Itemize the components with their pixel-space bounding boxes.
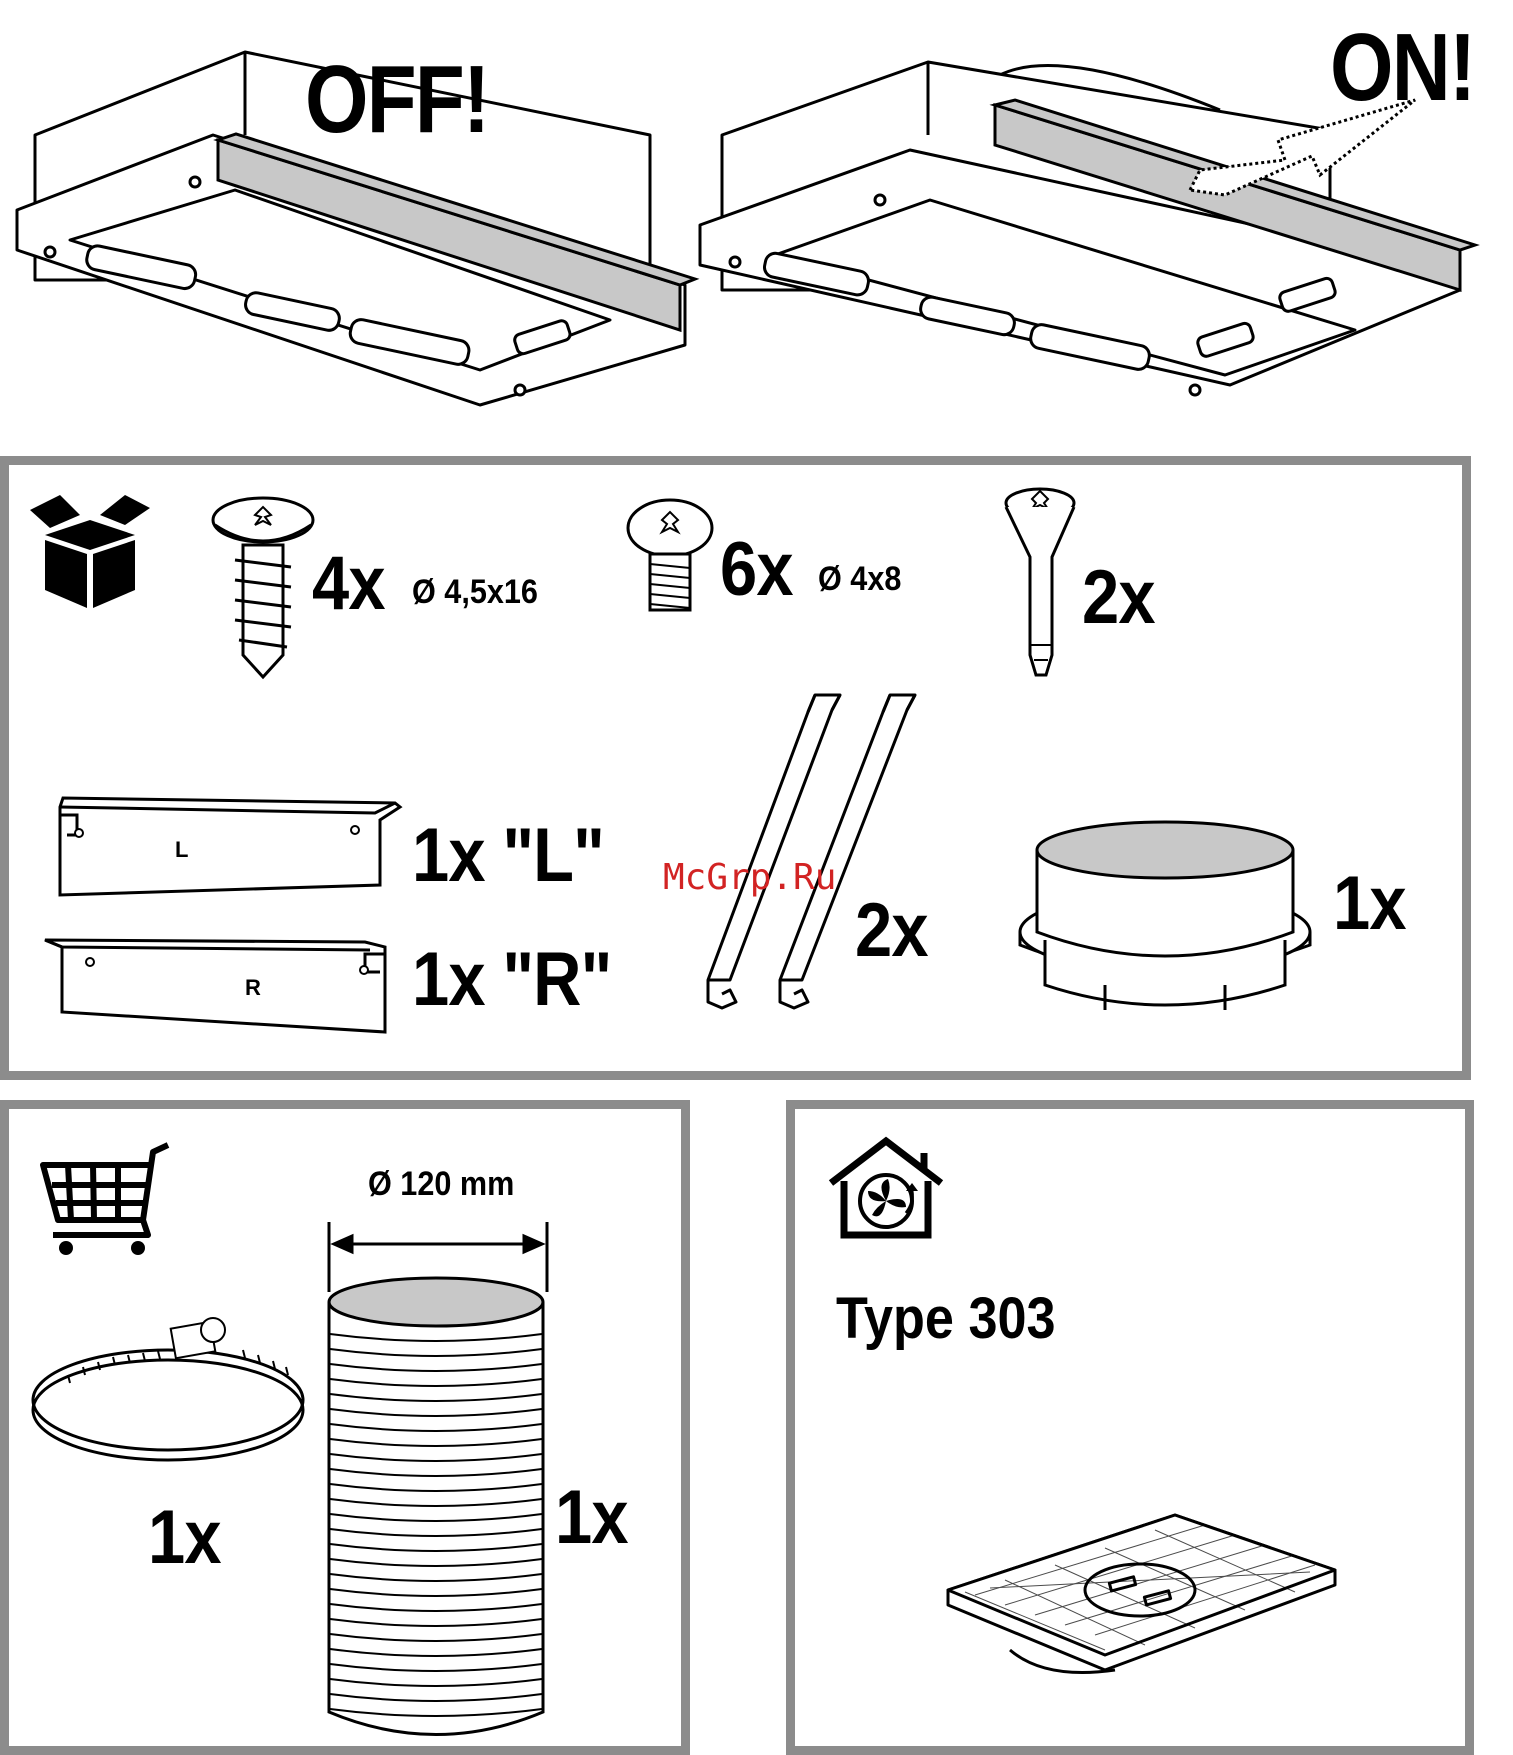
duct-qty: 1x [555,1480,628,1556]
pin-icon [1000,485,1080,685]
collar-qty: 1x [1333,866,1406,942]
watermark: McGrp.Ru [663,860,836,896]
bracket-right-qty: 1x "R" [412,942,611,1018]
on-label: ON! [1330,20,1474,116]
flexible-duct-icon [326,1272,556,1747]
clamp-qty: 1x [148,1500,221,1576]
shopping-cart-icon [38,1140,178,1260]
filter-type-label: Type 303 [836,1290,1056,1348]
screw-large-qty: 4x [312,546,385,622]
off-label: OFF! [305,52,489,148]
screw-small-size: Ø 4x8 [818,562,901,596]
box-icon [25,490,155,610]
duct-diameter: Ø 120 mm [368,1167,514,1201]
bracket-left-qty: 1x "L" [412,818,604,894]
bracket-left-mark: L [175,837,188,862]
screw-large-icon [205,495,325,685]
bracket-right-mark: R [245,975,261,1000]
pin-qty: 2x [1082,560,1155,636]
rails-qty: 2x [855,893,928,969]
filter-cassette-icon [945,1510,1345,1690]
screw-large-size: Ø 4,5x16 [412,575,538,609]
bracket-right-icon: R [40,932,400,1042]
screw-small-qty: 6x [720,532,793,608]
bracket-left-icon: L [55,795,415,905]
collar-icon [1015,820,1315,1020]
screw-small-icon [620,498,720,628]
hose-clamp-icon [28,1305,328,1485]
ventilation-house-icon [826,1133,946,1243]
